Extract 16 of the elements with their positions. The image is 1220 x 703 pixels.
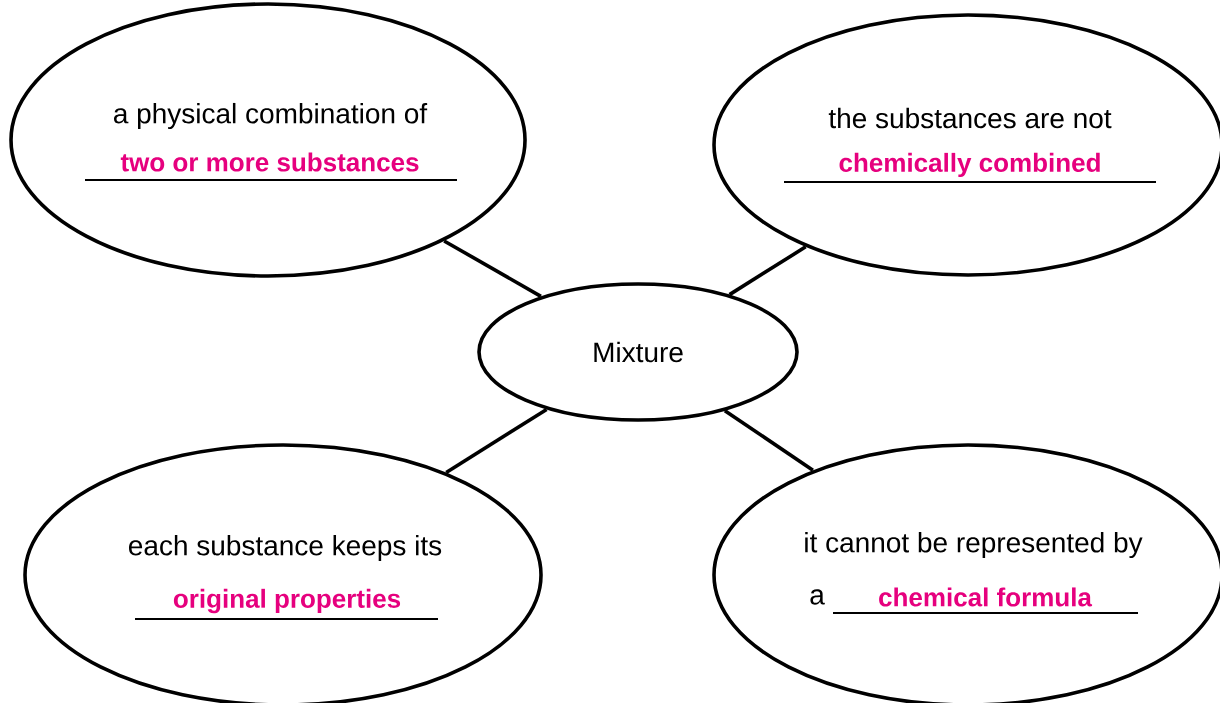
answer-text: two or more substances: [120, 152, 419, 172]
prompt-text: a physical combination of: [114, 102, 428, 130]
prompt-text: each substance keeps its: [129, 534, 442, 562]
answer-text: chemically combined: [839, 152, 1100, 178]
connector-line: [723, 409, 814, 472]
ellipse-node: [9, 2, 527, 278]
connector-line: [443, 239, 542, 298]
connector-line: [445, 407, 548, 474]
answer-text: original properties: [173, 588, 401, 614]
prompt-text: it cannot be represented by: [805, 531, 1143, 559]
ellipse-node: [477, 282, 799, 422]
prompt-text: Mixture: [594, 341, 683, 363]
connector-line: [728, 245, 807, 297]
prompt-text: a: [810, 589, 825, 605]
prompt-text: the substances are not: [828, 107, 1112, 129]
answer-text: chemical formula: [879, 587, 1093, 607]
